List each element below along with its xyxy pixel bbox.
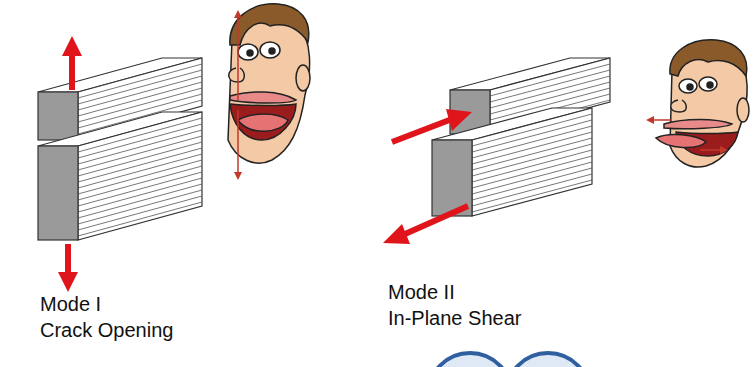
layer-line [472, 138, 592, 170]
layer-line [490, 64, 610, 96]
layer-line [472, 162, 592, 194]
cartoon-head [228, 4, 310, 163]
arrow-shaft [405, 206, 468, 234]
blue-circle [428, 353, 512, 367]
arrow-head [58, 272, 78, 292]
motion-arrow [648, 119, 672, 121]
block-front-face [38, 146, 78, 240]
layer-line [472, 144, 592, 176]
block-front-face [38, 92, 78, 140]
arrow-head [446, 109, 472, 131]
blue-circle [506, 353, 590, 367]
layer-line [472, 180, 592, 212]
layer-line [490, 76, 610, 108]
layer-line [472, 168, 592, 200]
block-side-face [472, 108, 592, 216]
mode-description: In-Plane Shear [388, 306, 521, 330]
arrow-shaft [69, 52, 75, 90]
arrow-shaft [392, 119, 452, 142]
mode-description: Crack Opening [40, 318, 173, 342]
motion-arrow [237, 110, 239, 178]
logo-circles [428, 353, 590, 367]
layer-line [472, 126, 592, 158]
layer-line [472, 120, 592, 152]
specimen-block [38, 112, 202, 240]
specimen-blocks [38, 58, 610, 240]
layer-line [78, 202, 202, 236]
layer-line [490, 70, 610, 102]
specimen-block [432, 108, 592, 216]
motion-arrow [237, 12, 239, 100]
motion-arrow [700, 149, 726, 151]
cartoon-head [656, 40, 749, 167]
arrow-shaft [65, 244, 71, 276]
layer-line [472, 156, 592, 188]
layer-line [472, 150, 592, 182]
layer-line [472, 114, 592, 146]
arrow-head [383, 224, 410, 244]
layer-line [472, 174, 592, 206]
block-side-face [78, 112, 202, 240]
layer-line [472, 132, 592, 164]
mode-name: Mode II [388, 280, 455, 304]
layer-line [78, 196, 202, 230]
mode-name: Mode I [40, 292, 101, 316]
arrow-head [62, 36, 82, 56]
